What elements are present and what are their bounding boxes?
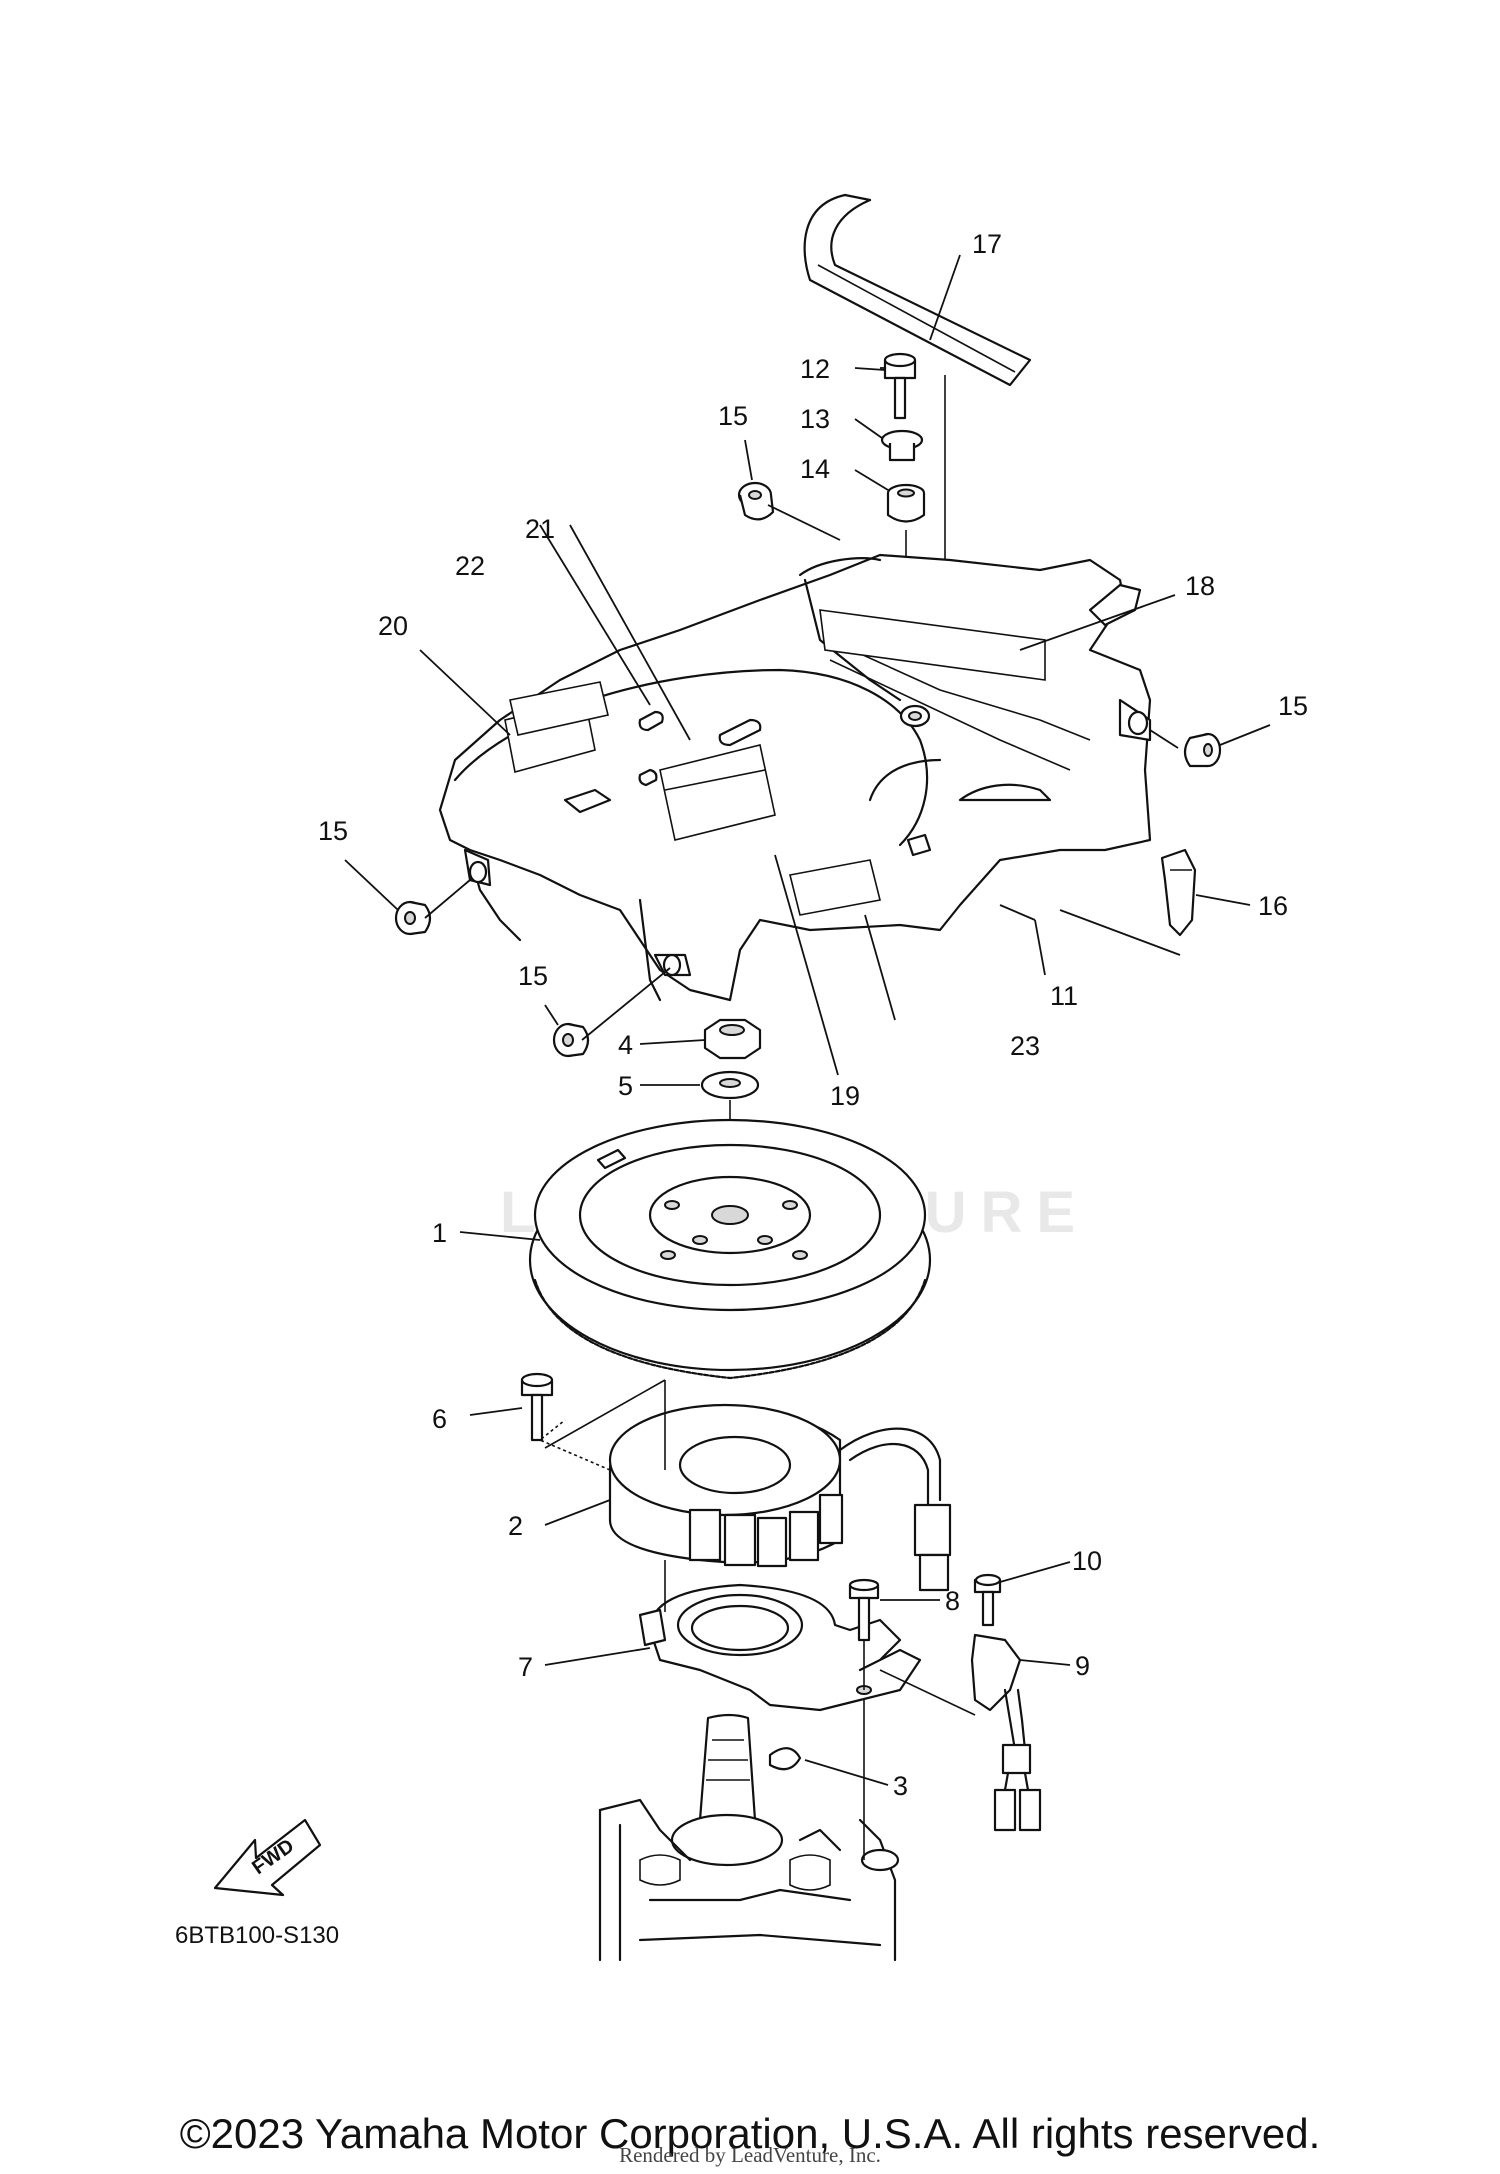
grommet-part-15-bottom <box>552 1022 590 1058</box>
callout-6: 6 <box>432 1404 447 1434</box>
stator-part-2 <box>538 1403 952 1592</box>
grommet-part-14 <box>886 483 926 523</box>
key-part-3 <box>768 1747 802 1771</box>
callout-20: 20 <box>378 611 408 641</box>
callout-22: 22 <box>455 551 485 581</box>
washer-part-5 <box>700 1070 760 1100</box>
nut-part-4 <box>703 1018 762 1060</box>
callout-19: 19 <box>830 1081 860 1111</box>
callout-17: 17 <box>972 229 1002 259</box>
callout-15-bottom: 15 <box>518 961 548 991</box>
copyright-notice: ©2023 Yamaha Motor Corporation, U.S.A. A… <box>179 2110 1321 2157</box>
clip-part-16 <box>1160 848 1197 937</box>
callout-13: 13 <box>800 404 830 434</box>
callout-15-right: 15 <box>1278 691 1308 721</box>
callout-7: 7 <box>518 1652 533 1682</box>
callout-9: 9 <box>1075 1651 1090 1681</box>
decal-part-18 <box>819 609 1046 681</box>
base-plate-part-7 <box>638 1583 922 1712</box>
callout-18: 18 <box>1185 571 1215 601</box>
decal-part-21 <box>659 744 776 841</box>
callout-4: 4 <box>618 1030 633 1060</box>
grommet-part-15-right <box>1183 732 1222 768</box>
callout-23: 23 <box>1010 1031 1040 1061</box>
hose-part-17 <box>803 193 1032 387</box>
decal-part-22 <box>509 681 609 736</box>
callout-12: 12 <box>800 354 830 384</box>
leader-lines <box>344 254 1271 1786</box>
pulser-coil-part-9 <box>970 1633 1042 1832</box>
flywheel-part-1 <box>528 1118 932 1380</box>
callout-15-left: 15 <box>318 816 348 846</box>
engine-block-context <box>598 1560 900 1962</box>
bolt-part-12 <box>883 352 917 420</box>
callout-21: 21 <box>525 514 555 544</box>
grommet-part-15-top <box>737 481 775 521</box>
callout-14: 14 <box>800 454 830 484</box>
bolt-part-10 <box>973 1573 1002 1627</box>
callout-2: 2 <box>508 1511 523 1541</box>
callout-11: 11 <box>1050 981 1078 1011</box>
callout-1: 1 <box>432 1218 447 1248</box>
diagram-reference-code: 6BTB100-S130 <box>175 1922 339 1949</box>
bolt-part-6 <box>520 1372 554 1442</box>
callout-10: 10 <box>1072 1546 1102 1576</box>
flywheel-cover-part-11 <box>438 553 1152 1002</box>
callout-3: 3 <box>893 1771 908 1801</box>
collar-part-13 <box>880 429 924 462</box>
decal-part-23 <box>789 859 881 916</box>
callout-8: 8 <box>945 1586 960 1616</box>
callout-5: 5 <box>618 1071 633 1101</box>
rendered-by-credit: Rendered by LeadVenture, Inc. <box>619 2143 881 2167</box>
grommet-part-15-left <box>394 900 432 936</box>
callout-labels: 1 2 3 4 5 6 7 8 9 10 11 12 13 14 15 15 1… <box>318 229 1308 1801</box>
bolt-part-8 <box>848 1578 880 1642</box>
callout-15-top: 15 <box>718 401 748 431</box>
callout-16: 16 <box>1258 891 1288 921</box>
fwd-direction-arrow: FWD <box>213 1818 322 1897</box>
